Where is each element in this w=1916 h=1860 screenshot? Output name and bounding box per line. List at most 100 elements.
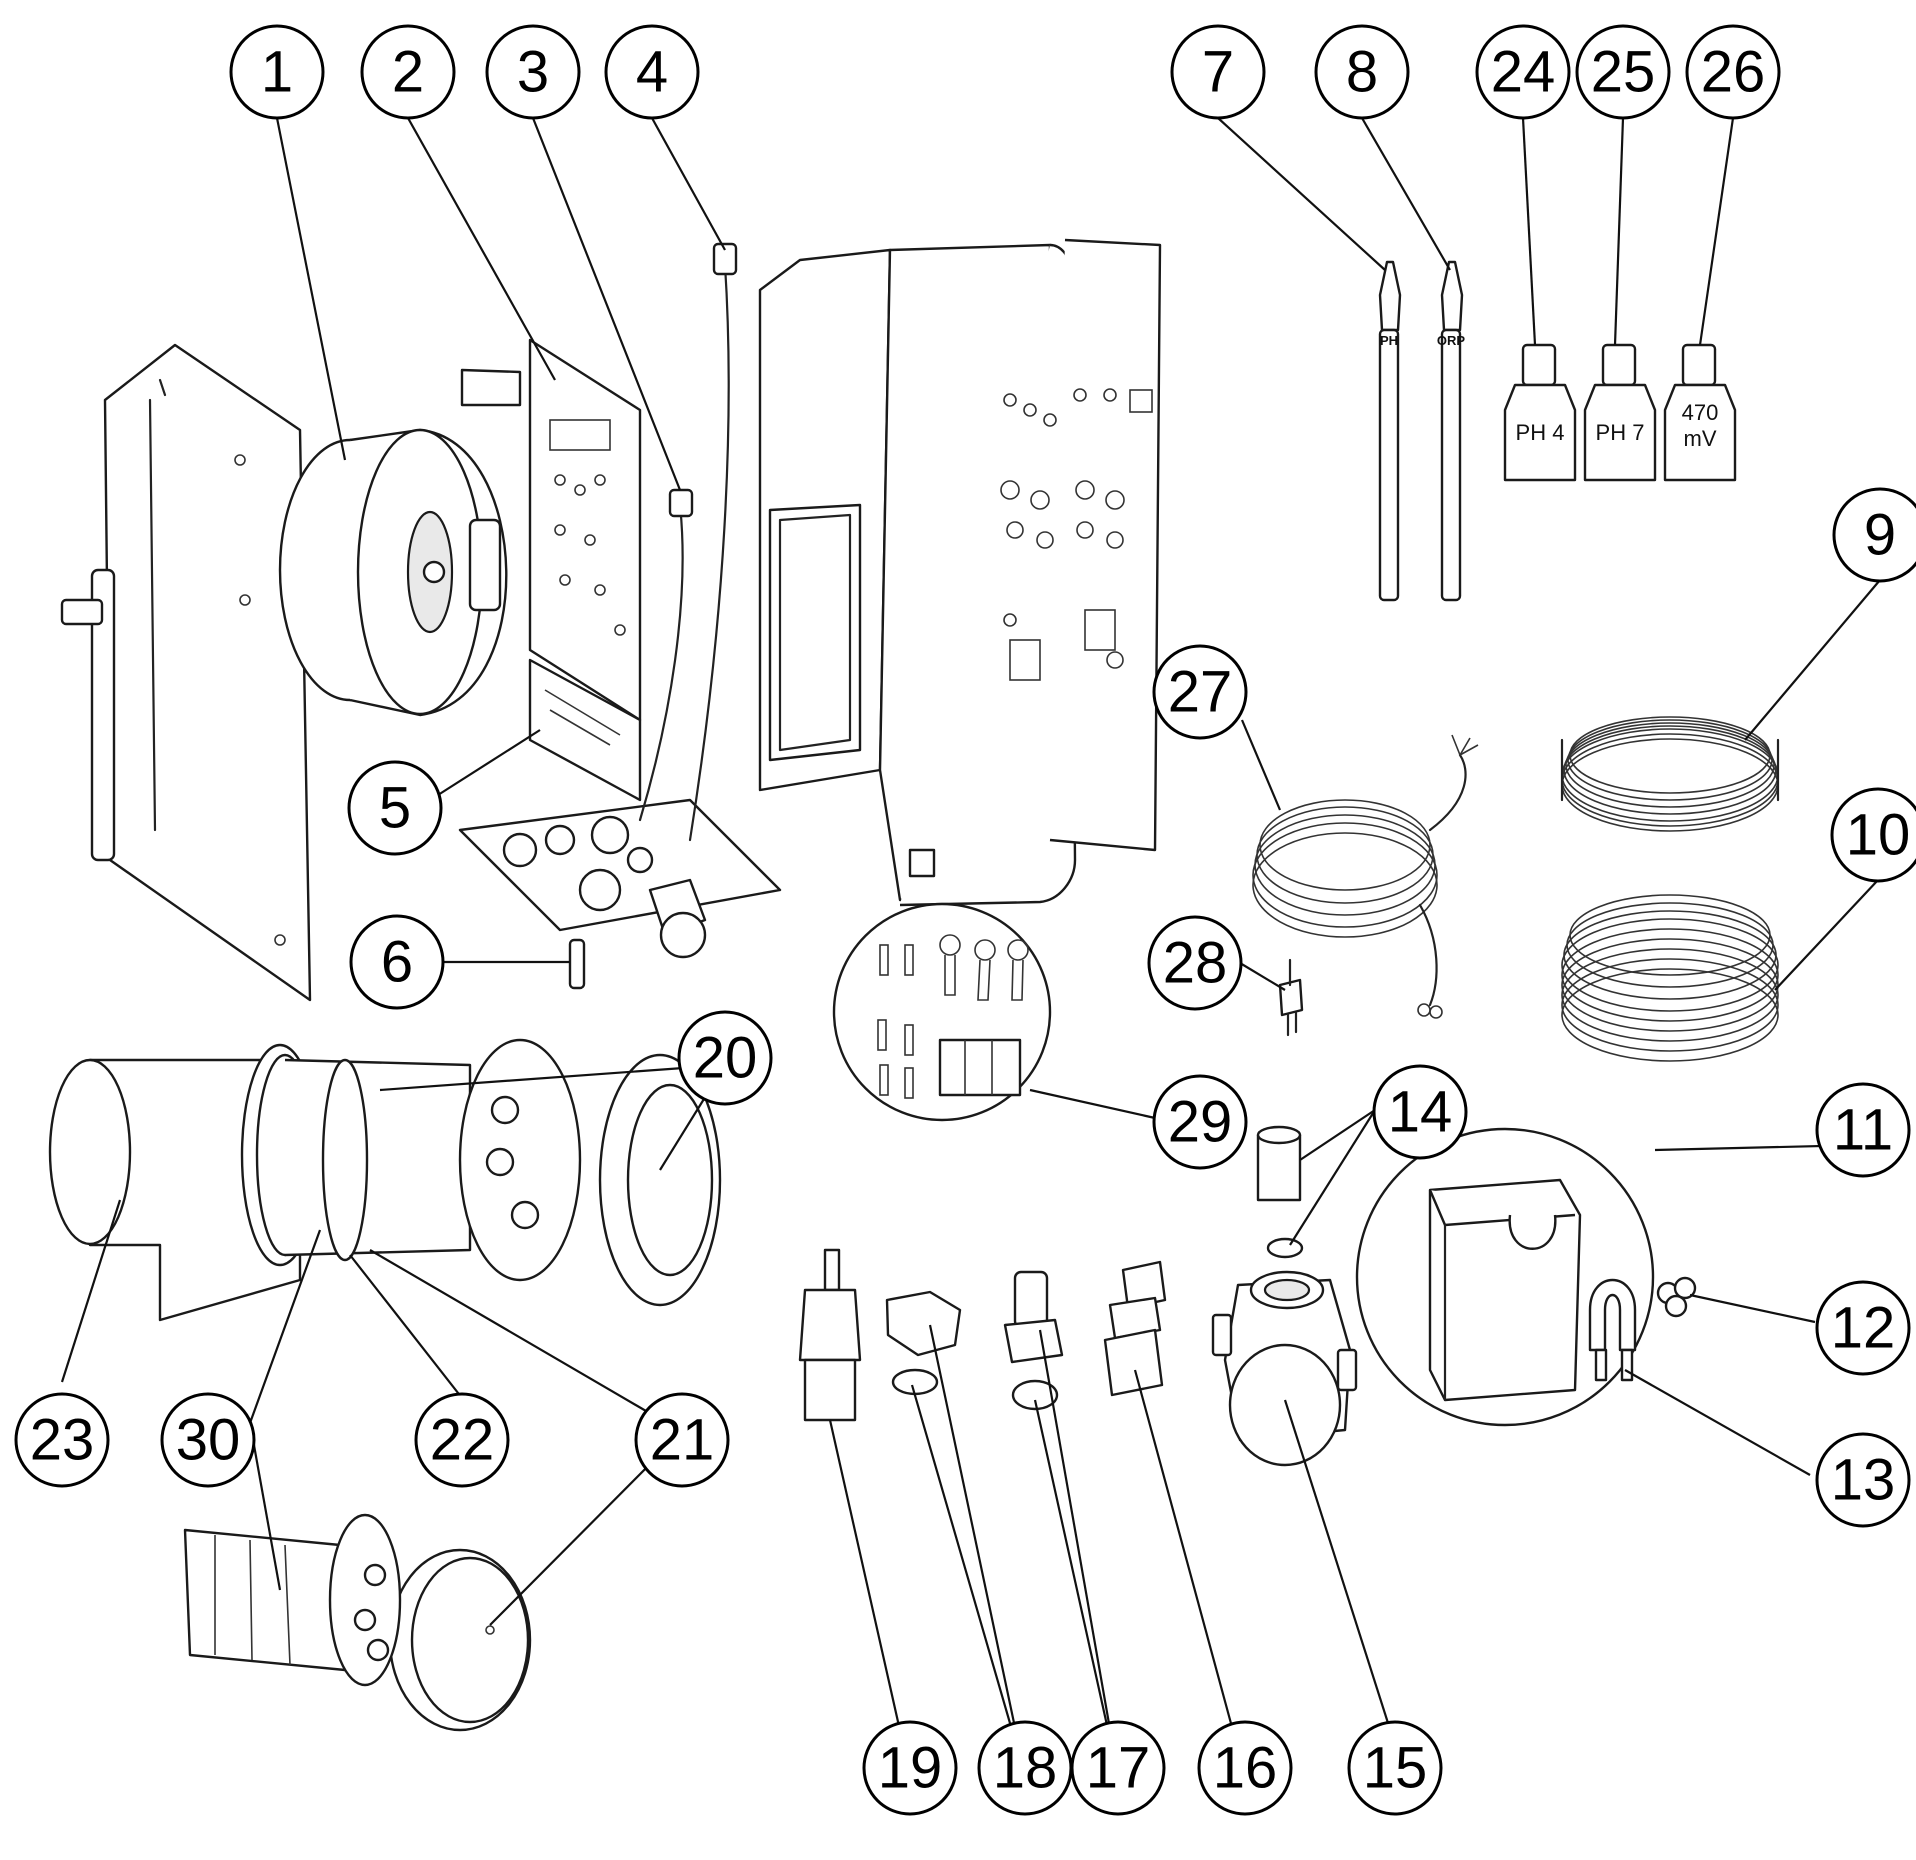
leader-22 — [349, 1254, 463, 1399]
callout-16: 16 — [1197, 1720, 1293, 1816]
leader-12 — [1689, 1293, 1816, 1324]
callout-18: 18 — [977, 1720, 1073, 1816]
control-board-drawing — [460, 338, 642, 802]
leader-30a — [248, 1229, 322, 1424]
enclosure-drawing — [758, 238, 1162, 907]
callout-label: 18 — [993, 1736, 1058, 1801]
callout-26: 26 — [1685, 24, 1781, 120]
leader-18b — [910, 1384, 1027, 1776]
leader-13 — [1624, 1369, 1811, 1476]
callout-label: 30 — [176, 1408, 241, 1473]
callout-12: 12 — [1815, 1280, 1911, 1376]
bottle-ph4-label: PH 4 — [1516, 420, 1565, 445]
callout-4: 4 — [604, 24, 700, 120]
leader-18a — [928, 1324, 1027, 1776]
callout-1: 1 — [229, 24, 325, 120]
ph-probe-label: PH — [1380, 333, 1398, 348]
callout-28: 28 — [1147, 915, 1243, 1011]
callout-label: 2 — [392, 40, 424, 105]
callout-label: 5 — [379, 776, 411, 841]
leader-5 — [437, 729, 541, 796]
leader-19 — [828, 1419, 912, 1776]
mounting-plate — [60, 343, 312, 1002]
callout-label: 1 — [261, 40, 293, 105]
callout-label: 16 — [1213, 1736, 1278, 1801]
callout-11: 11 — [1815, 1082, 1911, 1178]
tube-coils-drawing — [1560, 716, 1780, 1062]
fuse-drawing — [568, 938, 586, 990]
orp-probe-label: ORP — [1437, 333, 1466, 348]
leader-17b — [1033, 1399, 1120, 1776]
callout-8: 8 — [1314, 24, 1410, 120]
leader-27 — [1240, 719, 1282, 811]
leader-9 — [1744, 579, 1881, 741]
callout-19: 19 — [862, 1720, 958, 1816]
leader-29 — [1029, 1088, 1156, 1120]
callout-label: 26 — [1701, 40, 1766, 105]
callout-label: 13 — [1831, 1448, 1896, 1513]
callout-10: 10 — [1830, 787, 1916, 883]
callout-label: 11 — [1833, 1098, 1893, 1163]
callout-label: 19 — [878, 1736, 943, 1801]
callout-label: 10 — [1846, 803, 1911, 868]
callout-label: 29 — [1168, 1090, 1233, 1155]
callout-label: 17 — [1086, 1736, 1151, 1801]
bottle-ph7-label: PH 7 — [1596, 420, 1645, 445]
callout-label: 3 — [517, 40, 549, 105]
leader-10 — [1774, 879, 1879, 991]
saddle-clamp-drawing — [1211, 1125, 1358, 1467]
leader-24 — [1521, 117, 1537, 346]
callout-22: 22 — [414, 1392, 510, 1488]
callout-20: 20 — [677, 1010, 773, 1106]
callout-14: 14 — [1372, 1064, 1468, 1160]
electrode-drawing — [183, 1513, 402, 1687]
callout-label: 8 — [1346, 40, 1378, 105]
callout-23: 23 — [14, 1392, 110, 1488]
callout-25: 25 — [1575, 24, 1671, 120]
bottle-mv-value: 470 — [1682, 400, 1719, 425]
callout-label: 20 — [693, 1026, 758, 1091]
callouts: 1 2 3 4 5 6 7 8 9 10 11 12 13 14 15 16 1… — [14, 24, 1916, 1816]
callout-30: 30 — [160, 1392, 256, 1488]
connector-pin-drawing — [1278, 958, 1304, 1037]
electrolysis-cell-drawing — [255, 1038, 722, 1732]
callout-label: 27 — [1168, 660, 1233, 725]
cable-coil-drawing — [1252, 734, 1479, 1019]
callout-24: 24 — [1475, 24, 1571, 120]
callout-21: 21 — [634, 1392, 730, 1488]
callout-13: 13 — [1815, 1432, 1911, 1528]
callout-label: 15 — [1363, 1736, 1428, 1801]
callout-label: 23 — [30, 1408, 95, 1473]
leader-23 — [60, 1199, 122, 1383]
callout-7: 7 — [1170, 24, 1266, 120]
leader-20a — [379, 1063, 726, 1092]
leader-7 — [1217, 117, 1386, 271]
leader-16 — [1133, 1369, 1247, 1776]
leader-26 — [1698, 117, 1735, 346]
probes-drawing: PH ORP — [1378, 260, 1466, 602]
callout-3: 3 — [485, 24, 581, 120]
callout-label: 25 — [1591, 40, 1656, 105]
leader-17a — [1038, 1329, 1120, 1776]
leader-14b — [1289, 1109, 1376, 1246]
callout-29: 29 — [1152, 1074, 1248, 1170]
leader-1 — [275, 117, 347, 461]
callout-label: 14 — [1388, 1080, 1453, 1145]
leader-14a — [1299, 1109, 1376, 1161]
callout-label: 28 — [1163, 931, 1228, 996]
cables-drawing — [638, 242, 738, 842]
leader-2 — [407, 117, 556, 381]
leader-30b — [248, 1422, 282, 1591]
callout-label: 9 — [1864, 503, 1896, 568]
callout-2: 2 — [360, 24, 456, 120]
callout-6: 6 — [349, 914, 445, 1010]
leader-4 — [651, 117, 726, 251]
leader-lines — [60, 117, 1881, 1776]
leader-21a — [369, 1249, 683, 1433]
callout-label: 4 — [636, 40, 668, 105]
pump-head-drawing — [278, 428, 508, 717]
pump-assembly-drawing — [1355, 1127, 1697, 1427]
callout-17: 17 — [1070, 1720, 1166, 1816]
callout-label: 22 — [430, 1408, 495, 1473]
